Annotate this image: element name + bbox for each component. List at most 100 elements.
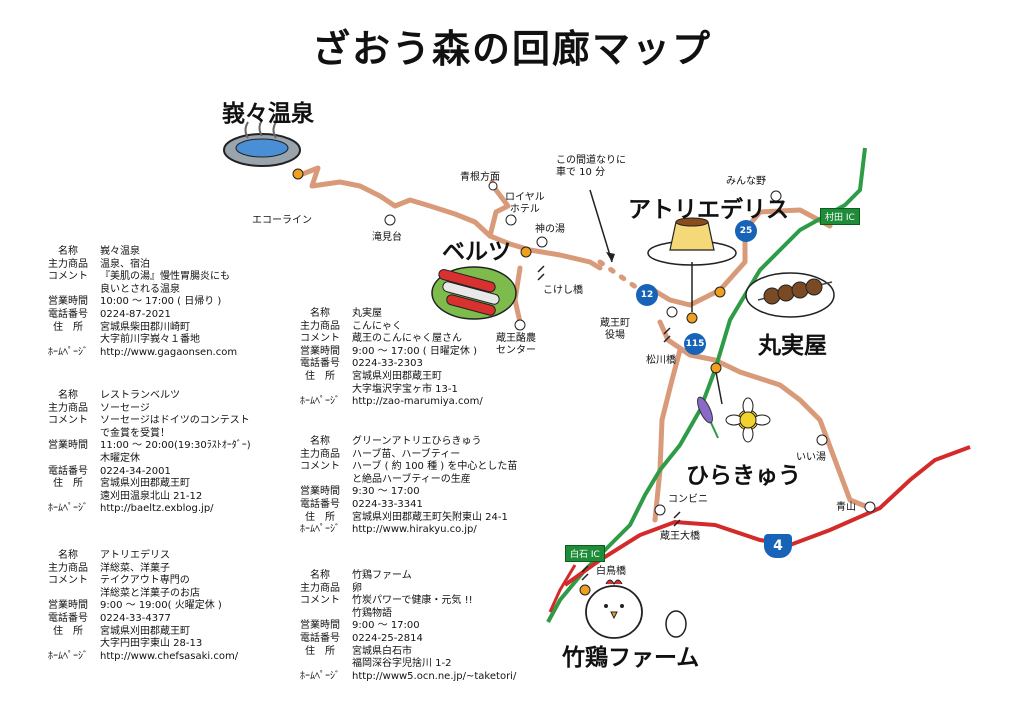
marker-aone bbox=[488, 181, 498, 191]
place-aone: 青根方面 bbox=[460, 172, 500, 183]
info-row: ﾎｰﾑﾍﾟｰｼﾞ http://www.gagaonsen.com bbox=[40, 347, 237, 360]
place-hakuchou: 白鳥橋 bbox=[596, 566, 626, 577]
onsen-illustration bbox=[223, 119, 301, 167]
national-road-4-west bbox=[548, 564, 577, 613]
spot-name-onsen[interactable]: 峩々温泉 bbox=[222, 101, 314, 127]
info-key: 営業時間 bbox=[300, 486, 340, 498]
info-row: コメント『美肌の湯』慢性胃腸炎にも 良いとされる温泉 bbox=[40, 271, 237, 296]
info-row: 名称 竹鶏ファーム bbox=[292, 570, 516, 583]
marker-onsen[interactable] bbox=[292, 168, 304, 180]
info-key: 住 所 bbox=[305, 511, 335, 523]
spot-name-marumi[interactable]: 丸実屋 bbox=[758, 333, 827, 359]
info-row: 名称丸実屋 bbox=[292, 308, 483, 321]
info-value[interactable]: http://baeltz.exblog.jp/ bbox=[100, 503, 214, 515]
info-value: ハーブ ( 約 100 種 ) を中心とした苗 と絶品ハーブティーの生産 bbox=[352, 461, 518, 485]
info-value[interactable]: http://www.chefsasaki.com/ bbox=[100, 650, 239, 662]
bridge-hakuchou bbox=[581, 565, 589, 581]
info-row: 住 所宮城県刈田郡蔵王町矢附東山 24-1 bbox=[292, 512, 517, 525]
info-key: ﾎｰﾑﾍﾟｰｼﾞ bbox=[48, 346, 88, 358]
marker-marumi[interactable] bbox=[714, 286, 726, 298]
info-key: 主力商品 bbox=[300, 320, 340, 332]
info-key: 名称 bbox=[58, 246, 78, 257]
info-value: 宮城県柴田郡川崎町 大字前川字峩々１番地 bbox=[100, 321, 200, 346]
bridge-kokeshi bbox=[537, 265, 545, 281]
info-row: 主力商品温泉、宿泊 bbox=[40, 259, 237, 272]
spot-name-hirakyu[interactable]: ひらきゅう bbox=[686, 463, 801, 489]
place-kokeshi: こけし橋 bbox=[543, 285, 583, 296]
info-key: 住 所 bbox=[305, 645, 335, 657]
marker-baeltz[interactable] bbox=[520, 246, 532, 258]
info-value: レストランベルツ bbox=[100, 390, 180, 401]
info-value: 0224-33-3341 bbox=[352, 498, 423, 510]
info-row: 名称 レストランベルツ bbox=[40, 390, 251, 403]
info-key: コメント bbox=[300, 461, 340, 473]
local-road-atelier bbox=[647, 207, 833, 308]
spot-name-baeltz[interactable]: ベルツ bbox=[442, 239, 511, 265]
info-onsen: 名称峩々温泉主力商品温泉、宿泊コメント『美肌の湯』慢性胃腸炎にも 良いとされる温… bbox=[40, 246, 237, 359]
spot-name-atelier[interactable]: アトリエデリス bbox=[628, 197, 789, 223]
info-row: 住 所宮城県刈田郡蔵王町 大字円田字東山 28-13 bbox=[40, 626, 238, 651]
info-row: 住 所宮城県刈田郡蔵王町 遠刈田温泉北山 21-12 bbox=[40, 478, 251, 503]
info-value: 蔵王のこんにゃく屋さん bbox=[352, 333, 462, 345]
note-arrow bbox=[589, 189, 613, 263]
place-ecoline: エコーライン bbox=[252, 215, 312, 226]
info-key: ﾎｰﾑﾍﾟｰｼﾞ bbox=[300, 670, 340, 682]
info-key: 名称 bbox=[310, 308, 330, 319]
info-hirakyu: 名称グリーンアトリエひらきゅう主力商品ハーブ苗、ハーブティーコメントハーブ ( … bbox=[292, 436, 517, 537]
info-value: 竹炭パワーで健康・元気 !! 竹鶏物語 bbox=[352, 595, 473, 619]
info-key: 住 所 bbox=[53, 321, 83, 333]
info-value: 卵 bbox=[352, 582, 362, 594]
info-value[interactable]: http://www.hirakyu.co.jp/ bbox=[352, 524, 477, 536]
info-key: コメント bbox=[300, 595, 340, 607]
info-key: 電話番号 bbox=[300, 358, 340, 370]
info-row: 主力商品ソーセージ bbox=[40, 403, 251, 416]
info-row: 主力商品洋総菜、洋菓子 bbox=[40, 563, 238, 576]
place-markers bbox=[384, 181, 876, 516]
info-value: 宮城県刈田郡蔵王町 大字円田字東山 28-13 bbox=[100, 625, 203, 650]
info-value: 0224-33-2303 bbox=[352, 358, 423, 370]
place-takimidai: 滝見台 bbox=[372, 232, 402, 243]
info-row: 住 所宮城県白石市 福岡深谷字児捨川 1-2 bbox=[292, 646, 516, 671]
info-key: 主力商品 bbox=[48, 258, 88, 270]
info-value: 温泉、宿泊 bbox=[100, 258, 150, 270]
spot-name-taketori[interactable]: 竹鶏ファーム bbox=[562, 645, 700, 671]
info-value: こんにゃく bbox=[352, 320, 402, 332]
info-value: ソーセージはドイツのコンテスト で金賞を受賞！ bbox=[100, 415, 250, 439]
interchange-shiroishi[interactable]: 白石 IC bbox=[565, 545, 605, 562]
marker-taketori[interactable] bbox=[579, 584, 591, 596]
info-key: コメント bbox=[300, 333, 340, 345]
info-key: ﾎｰﾑﾍﾟｰｼﾞ bbox=[300, 524, 340, 536]
place-minnano: みんな野 bbox=[726, 176, 766, 187]
info-value[interactable]: http://zao-marumiya.com/ bbox=[352, 396, 483, 408]
info-key: 名称 bbox=[58, 390, 78, 401]
place-yakuba: 蔵王町 役場 bbox=[600, 318, 630, 341]
info-value: 竹鶏ファーム bbox=[352, 570, 412, 581]
info-key: 営業時間 bbox=[48, 296, 88, 308]
interchange-murata[interactable]: 村田 IC bbox=[820, 208, 860, 225]
place-royal: ロイヤル ホテル bbox=[505, 192, 545, 215]
marker-atelier[interactable] bbox=[686, 312, 698, 324]
marker-hirakyu[interactable] bbox=[710, 362, 722, 374]
info-value[interactable]: http://www.gagaonsen.com bbox=[100, 346, 238, 358]
info-value[interactable]: http://www5.ocn.ne.jp/~taketori/ bbox=[352, 670, 517, 682]
marker-kaminoyu bbox=[536, 236, 548, 248]
info-key: 営業時間 bbox=[300, 345, 340, 357]
info-row: 住 所 宮城県柴田郡川崎町 大字前川字峩々１番地 bbox=[40, 322, 237, 347]
info-row: 名称峩々温泉 bbox=[40, 246, 237, 259]
info-value: 0224-25-2814 bbox=[352, 632, 423, 644]
place-zaooohashi: 蔵王大橋 bbox=[660, 531, 700, 542]
chicken-illustration bbox=[585, 579, 687, 639]
place-iiyu: いい湯 bbox=[796, 452, 826, 463]
info-key: 名称 bbox=[310, 570, 330, 581]
info-key: 住 所 bbox=[305, 370, 335, 382]
info-row: ﾎｰﾑﾍﾟｰｼﾞ http://www5.ocn.ne.jp/~taketori/ bbox=[292, 671, 516, 684]
